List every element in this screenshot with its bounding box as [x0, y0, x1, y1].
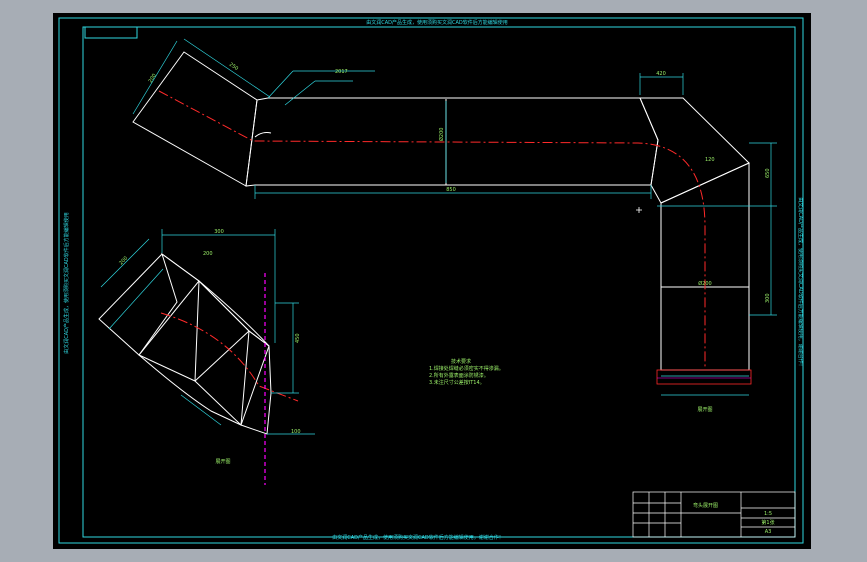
dim-arc-vert: 450: [295, 333, 301, 343]
dim-arc-width: 300: [214, 229, 224, 235]
drawing-canvas[interactable]: 由文润CAD产品生成，使用须购买文润CAD软件后方能编辑使用 由文润CAD产品生…: [53, 13, 811, 549]
dim-arc-small: 100: [291, 429, 301, 435]
dim-seg-width: 250: [228, 62, 239, 72]
top-dimensions: [132, 38, 777, 396]
leader-note: 2017: [335, 69, 348, 75]
arc-dimensions: [100, 229, 315, 435]
dim-right-height: 650: [765, 168, 771, 178]
dim-bottom-dia: Ø200: [698, 280, 711, 287]
tech-line-3: 3.未注尺寸公差按IT14。: [429, 379, 485, 386]
bottom-flange: [656, 369, 752, 385]
dim-pipe-dia: Ø200: [438, 128, 445, 141]
dim-top-right-width: 420: [656, 71, 666, 77]
dim-right-vertical: 300: [765, 293, 771, 303]
dim-arc-side-b: 200: [203, 251, 213, 257]
drawing-frame: [58, 17, 804, 544]
title-block: [632, 491, 796, 538]
title-scale: 1:5: [764, 511, 772, 517]
right-view-label: 展开图: [697, 407, 712, 413]
banner-top: 由文润CAD产品生成，使用须购买文润CAD软件后方能编辑使用: [366, 19, 508, 26]
title-code: A3: [765, 529, 772, 535]
arc-centerline: [160, 312, 299, 402]
arc-elbow-outline: [98, 252, 272, 435]
left-view-label: 展开图: [215, 459, 230, 465]
cad-viewport[interactable]: 由文润CAD产品生成，使用须购买文润CAD软件后方能编辑使用 由文润CAD产品生…: [53, 13, 811, 549]
banner-right: 由文润CAD产品生成，使用须购买文润CAD软件后方能编辑使用，谢谢合作！: [797, 197, 804, 369]
dim-pipe-length: 850: [446, 187, 456, 193]
tech-header: 技术要求: [451, 358, 471, 365]
banner-left: 由文润CAD产品生成，使用须购买文润CAD软件后方能编辑使用: [63, 212, 70, 354]
tech-line-1: 1.焊接处焊缝必须密实不得渗漏。: [429, 365, 504, 372]
banner-bottom: 由文润CAD产品生成，使用须购买文润CAD软件后方能编辑使用，谢谢合作！: [332, 534, 504, 541]
dim-right-small: 120: [705, 157, 715, 163]
title-drawing-name: 弯头展开图: [693, 502, 718, 509]
tech-notes: 技术要求 1.焊接处焊缝必须密实不得渗漏。 2.所有外露表面涂防锈漆。 3.未注…: [429, 358, 504, 386]
top-pipe-outline: [132, 51, 750, 371]
centerlines: [158, 90, 706, 370]
dim-seg-side: 200: [148, 73, 158, 84]
title-sheet: 第1张: [761, 519, 774, 526]
tech-line-2: 2.所有外露表面涂防锈漆。: [429, 372, 489, 379]
crosshair-cursor: [636, 207, 642, 213]
dim-arc-side: 200: [118, 255, 129, 266]
